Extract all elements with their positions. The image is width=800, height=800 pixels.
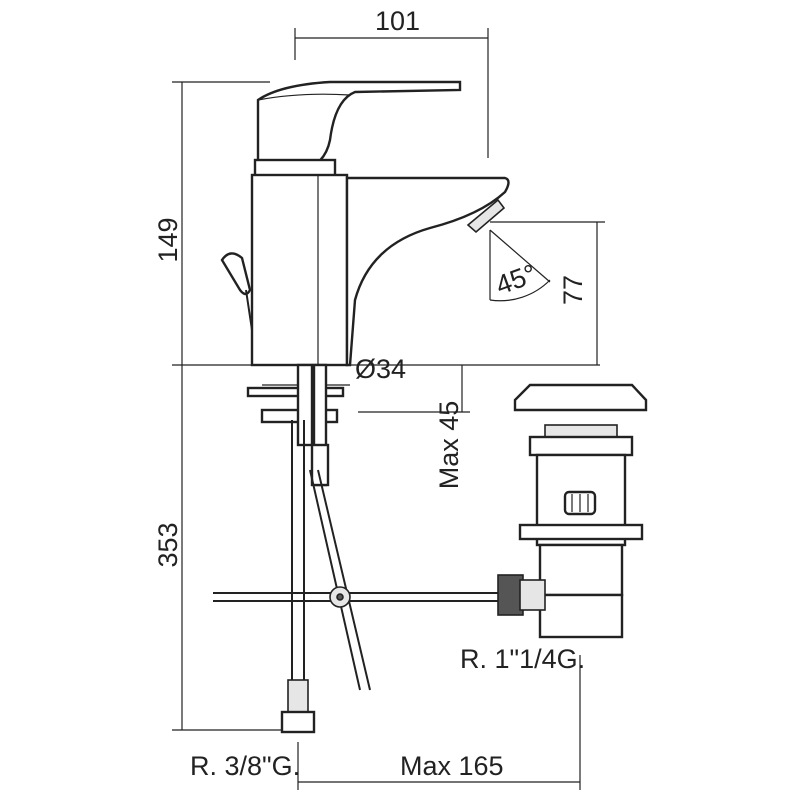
dim-spout-angle: 45° bbox=[492, 258, 541, 300]
waste-drain bbox=[497, 383, 648, 639]
dim-height-upper: 149 bbox=[153, 217, 183, 262]
dim-max-length: Max 165 bbox=[400, 751, 504, 781]
dimension-lines bbox=[172, 28, 605, 790]
dim-diameter: Ø34 bbox=[355, 354, 406, 384]
dim-width-top: 101 bbox=[375, 6, 420, 36]
dim-height-lower: 353 bbox=[153, 522, 183, 567]
faucet-body bbox=[220, 80, 510, 367]
dim-inlet-thread: R. 3/8"G. bbox=[190, 751, 300, 781]
dim-max-thickness: Max 45 bbox=[434, 401, 464, 490]
under-counter-assembly bbox=[213, 363, 505, 734]
dimension-labels: 101 149 353 45° 77 Ø34 Max 45 R. 1"1/4G.… bbox=[153, 6, 588, 781]
dim-spout-height: 77 bbox=[558, 275, 588, 305]
dim-waste-thread: R. 1"1/4G. bbox=[460, 644, 585, 674]
